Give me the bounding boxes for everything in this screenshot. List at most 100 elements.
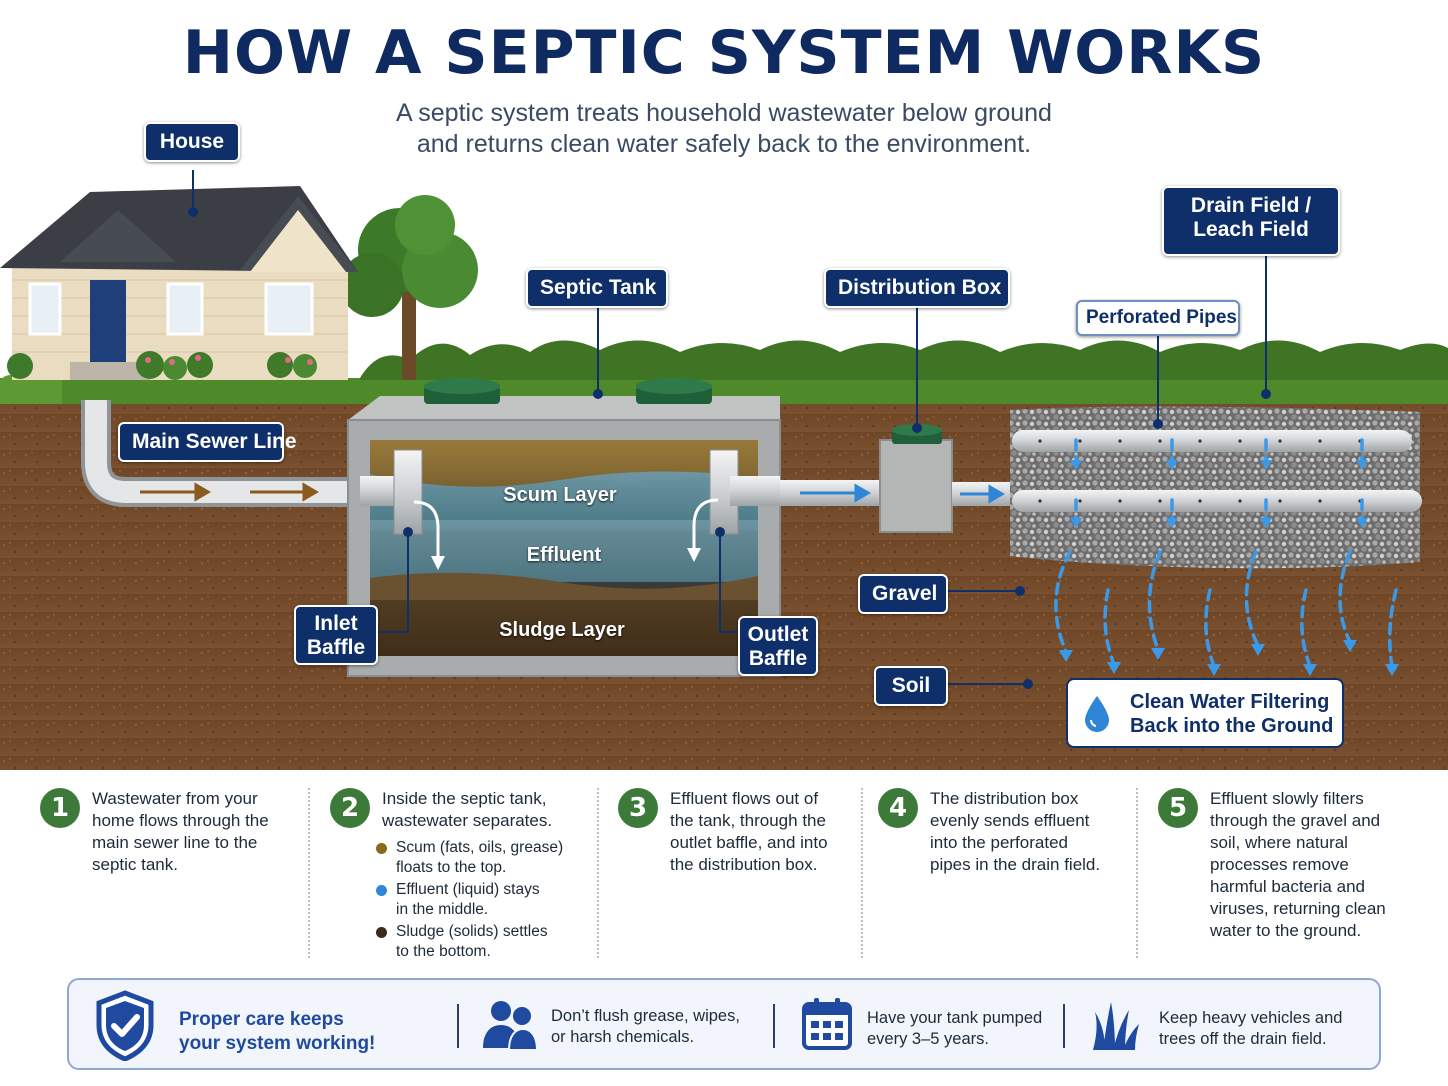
tree <box>340 195 478 380</box>
shrub-line <box>360 340 1448 380</box>
step-number: 4 <box>878 788 918 828</box>
label-perforated-pipes: Perforated Pipes <box>1076 300 1240 336</box>
page-subtitle: A septic system treats household wastewa… <box>0 98 1448 160</box>
bullet-line: floats to the top. <box>396 859 507 876</box>
step-line: Effluent slowly filters <box>1210 789 1364 808</box>
label-main-sewer-line: Main Sewer Line <box>118 422 297 462</box>
subtitle-line-1: A septic system treats household wastewa… <box>396 99 1052 127</box>
outlet-baffle-line-1: Outlet <box>747 623 809 646</box>
bullet-line: Scum (fats, oils, grease) <box>396 839 564 856</box>
septic-diagram <box>0 170 1448 770</box>
step-number: 2 <box>330 788 370 828</box>
tip-text: Proper care keeps your system working! <box>179 1008 375 1056</box>
outlet-baffle-line-2: Baffle <box>748 647 808 670</box>
label-house: House <box>144 122 240 162</box>
step-text: Effluent slowly filters through the grav… <box>1210 788 1410 942</box>
inlet-baffle-line-2: Baffle <box>306 636 366 659</box>
water-drop-icon <box>1085 696 1109 732</box>
step-line: water to the ground. <box>1210 921 1362 940</box>
step-number: 1 <box>40 788 80 828</box>
bullet-effluent: Effluent (liquid) stays in the middle. <box>376 880 602 920</box>
tip-divider <box>1063 1004 1065 1048</box>
tip-line: every 3–5 years. <box>867 1030 989 1048</box>
label-inlet-baffle: Inlet Baffle <box>294 605 378 665</box>
step-line: soil, where natural <box>1210 833 1348 852</box>
step-line: viruses, returning clean <box>1210 899 1386 918</box>
effluent-dot-icon <box>376 885 387 896</box>
step-line: main sewer line to the <box>92 833 258 852</box>
step-line: pipes in the drain field. <box>930 855 1101 874</box>
distribution-box <box>879 424 953 533</box>
tip-dont-flush: Don’t flush grease, wipes, or harsh chem… <box>481 980 781 1068</box>
step-line: the tank, through the <box>670 811 826 830</box>
grass-icon <box>1093 1002 1139 1050</box>
tip-line: Proper care keeps <box>179 1009 344 1030</box>
inlet-baffle-line-1: Inlet <box>314 612 358 635</box>
step-line: processes remove <box>1210 855 1349 874</box>
inlet-baffle-pipe <box>360 449 445 570</box>
step-line: harmful bacteria and <box>1210 877 1365 896</box>
tip-line: trees off the drain field. <box>1159 1030 1327 1048</box>
step-divider <box>308 788 310 958</box>
bullet-line: to the bottom. <box>396 943 491 960</box>
tip-keep-off: Keep heavy vehicles and trees off the dr… <box>1089 980 1359 1068</box>
tip-line: Have your tank pumped <box>867 1009 1043 1027</box>
step-line: outlet baffle, and into <box>670 833 828 852</box>
care-tips-bar: Proper care keeps your system working! D… <box>67 978 1381 1070</box>
step-line: through the gravel and <box>1210 811 1381 830</box>
scum-dot-icon <box>376 843 387 854</box>
label-septic-tank: Septic Tank <box>526 268 668 308</box>
step-line: home flows through the <box>92 811 269 830</box>
step-text: Effluent flows out of the tank, through … <box>670 788 860 876</box>
bullet-line: in the middle. <box>396 901 489 918</box>
step-number: 3 <box>618 788 658 828</box>
tip-pump-tank: Have your tank pumped every 3–5 years. <box>801 980 1091 1068</box>
outlet-baffle-pipe <box>687 449 780 562</box>
step-line: the distribution box. <box>670 855 818 874</box>
calendar-icon <box>802 998 852 1050</box>
leader-lines <box>188 170 1271 689</box>
shield-check-icon <box>96 990 154 1061</box>
grass-tufts <box>0 374 62 404</box>
sewer-flow-arrows <box>140 482 319 502</box>
step-divider <box>1136 788 1138 958</box>
label-scum-layer: Scum Layer <box>503 484 617 506</box>
tip-line: your system working! <box>179 1033 376 1054</box>
tip-text: Don’t flush grease, wipes, or harsh chem… <box>551 1006 740 1048</box>
people-icon <box>483 1001 539 1051</box>
filtration-arrows <box>1054 438 1398 668</box>
tip-text: Keep heavy vehicles and trees off the dr… <box>1159 1008 1342 1050</box>
label-sludge-layer: Sludge Layer <box>499 619 625 641</box>
sludge-dot-icon <box>376 927 387 938</box>
label-drain-field: Drain Field / Leach Field <box>1162 186 1340 256</box>
bullet-line: Sludge (solids) settles <box>396 923 548 940</box>
step-line: evenly sends effluent <box>930 811 1090 830</box>
clean-water-line-1: Clean Water Filtering <box>1130 691 1330 713</box>
page-title: HOW A SEPTIC SYSTEM WORKS <box>182 18 1266 88</box>
perforated-pipes <box>1012 430 1422 512</box>
step-number: 5 <box>1158 788 1198 828</box>
house <box>0 186 358 380</box>
step-text: The distribution box evenly sends efflue… <box>930 788 1130 876</box>
drain-field-line-2: Leach Field <box>1193 218 1309 241</box>
step-line: Inside the septic tank, <box>382 789 547 808</box>
label-distribution-box: Distribution Box <box>824 268 1010 308</box>
clean-water-line-2: Back into the Ground <box>1130 715 1334 737</box>
tip-proper-care: Proper care keeps your system working! <box>93 980 453 1068</box>
step-line: Effluent flows out of <box>670 789 819 808</box>
step-line: The distribution box <box>930 789 1079 808</box>
label-effluent: Effluent <box>526 544 602 566</box>
bullet-line: Effluent (liquid) stays <box>396 881 540 898</box>
subtitle-line-2: and returns clean water safely back to t… <box>416 130 1032 158</box>
clean-water-callout: Clean Water Filtering Back into the Grou… <box>1066 678 1344 748</box>
label-outlet-baffle: Outlet Baffle <box>738 616 818 676</box>
step-text: Wastewater from your home flows through … <box>92 788 302 876</box>
tip-line: Don’t flush grease, wipes, <box>551 1007 740 1025</box>
tip-line: Keep heavy vehicles and <box>1159 1009 1343 1027</box>
step-text: Inside the septic tank, wastewater separ… <box>376 788 602 962</box>
label-soil: Soil <box>874 666 948 706</box>
tip-divider <box>773 1004 775 1048</box>
tip-line: or harsh chemicals. <box>551 1028 695 1046</box>
steps-section: 1 Wastewater from your home flows throug… <box>0 770 1448 970</box>
tip-divider <box>457 1004 459 1048</box>
